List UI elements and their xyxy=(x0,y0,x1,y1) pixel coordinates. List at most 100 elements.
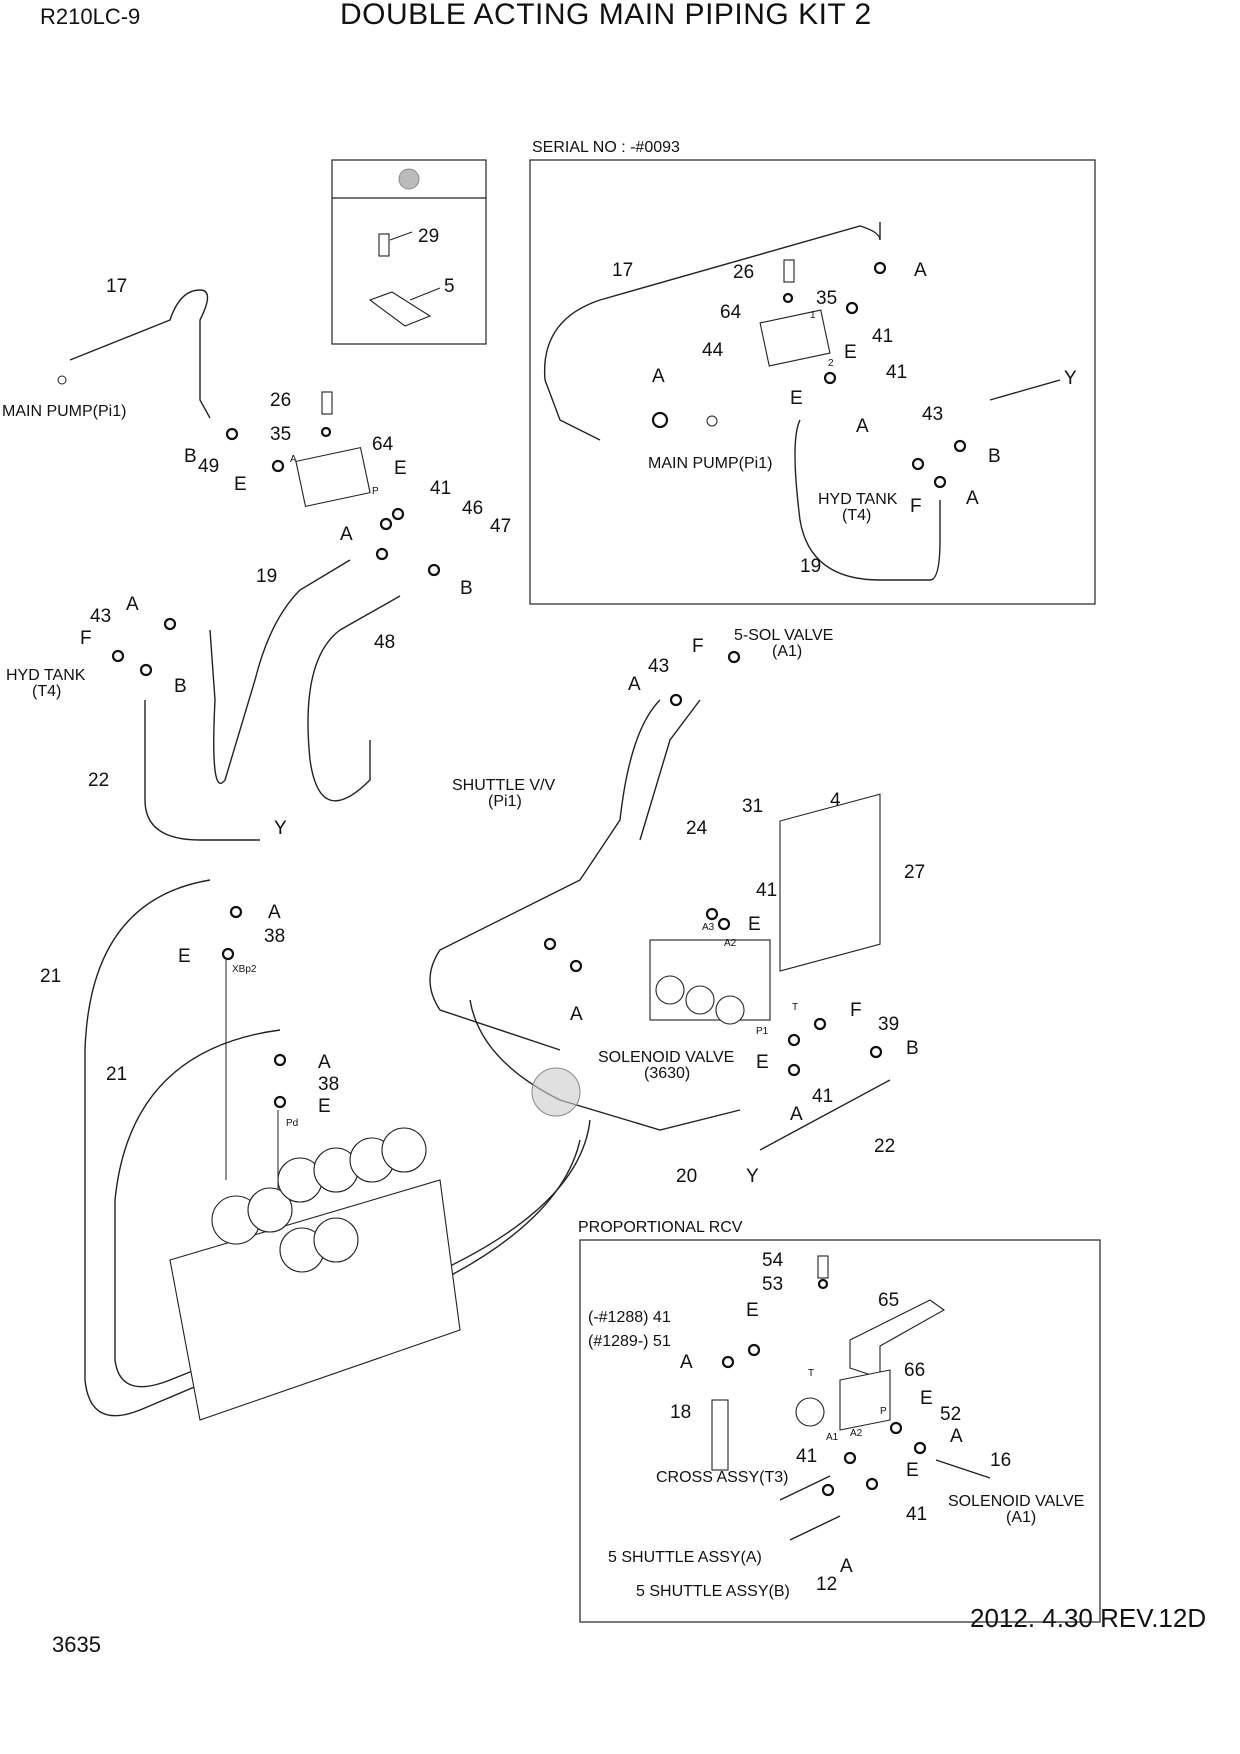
valve-spool-cap xyxy=(313,1217,359,1263)
page-title: DOUBLE ACTING MAIN PIPING KIT 2 xyxy=(340,0,872,31)
callout-64: 64 xyxy=(372,434,394,455)
oring-e xyxy=(221,947,235,961)
oring-f xyxy=(111,649,125,663)
callout-a: A xyxy=(950,1426,963,1447)
callout-e: E xyxy=(844,342,857,363)
callout-a: A xyxy=(570,1004,583,1025)
revision-date: 2012. 4.30 REV.12D xyxy=(970,1603,1207,1633)
callout-52: 52 xyxy=(940,1404,961,1425)
callout-26: 26 xyxy=(270,390,291,411)
solenoid-assembly: 5-SOL VALVE (A1) F 43 A 4 31 24 41 E 27 … xyxy=(429,627,925,1187)
callout-b: B xyxy=(184,446,197,467)
sol-valve-5-label: 5-SOL VALVE xyxy=(734,627,833,644)
hose-17-inset xyxy=(543,222,881,441)
oring-e xyxy=(273,1095,287,1109)
callout-a: A xyxy=(318,1052,331,1073)
callout-24: 24 xyxy=(686,818,708,839)
valve-spool-cap xyxy=(381,1127,427,1173)
callout-41: 41 xyxy=(430,478,451,499)
solenoid-valve-rcv-port: (A1) xyxy=(1006,1509,1036,1526)
oring-a-top-inset xyxy=(873,261,887,275)
port-t: T xyxy=(808,1368,814,1379)
callout-49: 49 xyxy=(198,456,219,477)
port-p: P xyxy=(372,486,379,497)
hose-to-5sol xyxy=(429,699,661,1051)
oring-a xyxy=(543,937,557,951)
callout-20: 20 xyxy=(676,1166,697,1187)
washer-35 xyxy=(320,426,332,438)
callout-41: 41 xyxy=(872,326,893,347)
callout-16: 16 xyxy=(990,1450,1011,1471)
valve-66-coil xyxy=(795,1397,825,1427)
shuttle-vv-port: (Pi1) xyxy=(488,793,522,810)
oring-a xyxy=(913,1441,927,1455)
callout-47: 47 xyxy=(490,516,511,537)
oring-f xyxy=(727,650,741,664)
oring-e xyxy=(865,1477,879,1491)
oring-b xyxy=(225,427,239,441)
washer-53 xyxy=(817,1278,829,1290)
callout-31: 31 xyxy=(742,796,763,817)
washer-35-inset xyxy=(782,292,794,304)
callout-4: 4 xyxy=(830,790,841,811)
callout-a: A xyxy=(966,488,979,509)
oring-e xyxy=(271,459,285,473)
detail-box-clamp: 29 5 xyxy=(331,159,487,345)
sol-valve-5-port: (A1) xyxy=(772,643,802,660)
block-64-inset xyxy=(759,309,831,367)
callout-43: 43 xyxy=(90,606,111,627)
block-64 xyxy=(295,446,371,508)
callout-e: E xyxy=(748,914,761,935)
main-control-valve: A 38 E 21 21 A 38 E XBp2 Pd xyxy=(40,879,591,1421)
callout-27: 27 xyxy=(904,862,925,883)
callout-a: A xyxy=(340,524,353,545)
upper-left-assembly: 17 26 35 64 49 B E E 41 46 47 A 19 B 48 … xyxy=(2,276,555,841)
callout-41: 41 xyxy=(886,362,907,383)
oring-a xyxy=(669,693,683,707)
callout-29: 29 xyxy=(418,226,439,247)
oring-e xyxy=(391,507,405,521)
hose-shuttle-b xyxy=(789,1515,841,1541)
oring-f-inset xyxy=(911,457,925,471)
solenoid-valve-no: (3630) xyxy=(644,1065,690,1082)
hose-22-lower xyxy=(759,1079,891,1151)
callout-e: E xyxy=(920,1388,933,1409)
callout-f: F xyxy=(910,496,922,517)
main-pump-marker xyxy=(57,375,67,385)
callout-46: 46 xyxy=(462,498,483,519)
hose-48 xyxy=(307,595,401,802)
hose-shuttle-a xyxy=(779,1475,831,1501)
oring-e xyxy=(889,1421,903,1435)
serial-inset-frame xyxy=(529,159,1096,605)
grey-circle-highlight-icon xyxy=(531,1067,581,1117)
oring-e-inset xyxy=(845,301,859,315)
callout-38: 38 xyxy=(318,1074,339,1095)
callout-18: 18 xyxy=(670,1402,691,1423)
hose-19 xyxy=(209,559,351,785)
pump-marker-inset xyxy=(706,415,718,427)
oring-a xyxy=(569,959,583,973)
oring-b-inset xyxy=(953,439,967,453)
callout-54: 54 xyxy=(762,1250,784,1271)
callout-a: A xyxy=(126,594,139,615)
callout-66: 66 xyxy=(904,1360,925,1381)
port-1: 1 xyxy=(810,310,816,321)
oring-a xyxy=(721,1355,735,1369)
port-a2: A2 xyxy=(850,1428,863,1439)
oring-e xyxy=(787,1033,801,1047)
port-a2: A2 xyxy=(724,938,737,949)
oring-a2 xyxy=(717,917,731,931)
callout-21: 21 xyxy=(106,1064,127,1085)
solenoid-coil xyxy=(715,995,745,1025)
serial-41-label: (-#1288) 41 xyxy=(588,1309,671,1326)
callout-e: E xyxy=(318,1096,331,1117)
callout-65: 65 xyxy=(878,1290,899,1311)
callout-41: 41 xyxy=(812,1086,833,1107)
bolt-26-inset xyxy=(783,259,795,283)
oring-a xyxy=(229,905,243,919)
callout-a: A xyxy=(856,416,869,437)
main-pump-label: MAIN PUMP(Pi1) xyxy=(2,403,126,420)
callout-41: 41 xyxy=(756,880,777,901)
callout-f: F xyxy=(850,1000,862,1021)
